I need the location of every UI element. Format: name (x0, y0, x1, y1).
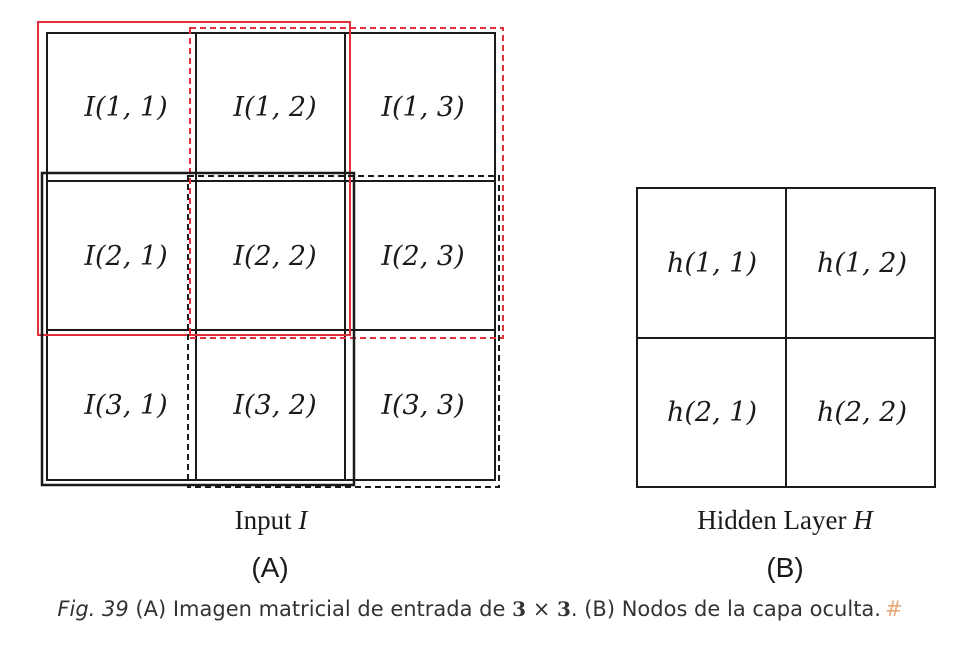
input-label: Input I (235, 505, 310, 535)
input-cell: I(2, 1) (83, 241, 167, 272)
figure-number: Fig. 39 (57, 597, 129, 621)
caption-text: (A) Imagen matricial de entrada de (128, 597, 513, 621)
input-cell: I(3, 3) (380, 390, 464, 421)
panel-letter-a: (A) (251, 552, 288, 583)
input-grid (46, 32, 496, 481)
input-cell: I(1, 1) (83, 92, 167, 123)
hidden-layer-label: Hidden Layer H (697, 505, 874, 535)
caption-math: 3 (512, 597, 527, 621)
panel-letter-b: (B) (766, 552, 803, 583)
hidden-grid (636, 187, 936, 488)
caption-text: . (B) Nodos de la capa oculta. (570, 597, 881, 621)
hidden-node: h(2, 2) (817, 397, 907, 428)
input-cell: I(2, 2) (232, 241, 316, 272)
window-bottom-right-black-dashed (187, 175, 500, 488)
input-cell: I(1, 3) (380, 92, 464, 123)
window-bottom-left-black (40, 171, 356, 487)
hidden-node: h(2, 1) (667, 397, 757, 428)
permalink-anchor[interactable]: # (884, 597, 903, 621)
figure: I(1, 1) I(1, 2) I(1, 3) I(2, 1) I(2, 2) … (37, 21, 936, 583)
hidden-node: h(1, 2) (817, 248, 907, 279)
hidden-cell-labels: h(1, 1) h(1, 2) h(2, 1) h(2, 2) (667, 248, 907, 428)
figure-caption: Fig. 39 (A) Imagen matricial de entrada … (0, 597, 960, 621)
window-top-left-red (37, 21, 351, 336)
caption-times: × (526, 597, 557, 621)
hidden-node: h(1, 1) (667, 248, 757, 279)
input-cell-labels: I(1, 1) I(1, 2) I(1, 3) I(2, 1) I(2, 2) … (83, 92, 464, 421)
input-cell: I(2, 3) (380, 241, 464, 272)
caption-math: 3 (556, 597, 571, 621)
input-cell: I(3, 1) (83, 390, 167, 421)
input-cell: I(1, 2) (232, 92, 316, 123)
input-cell: I(3, 2) (232, 390, 316, 421)
window-top-right-red-dashed (189, 27, 504, 339)
